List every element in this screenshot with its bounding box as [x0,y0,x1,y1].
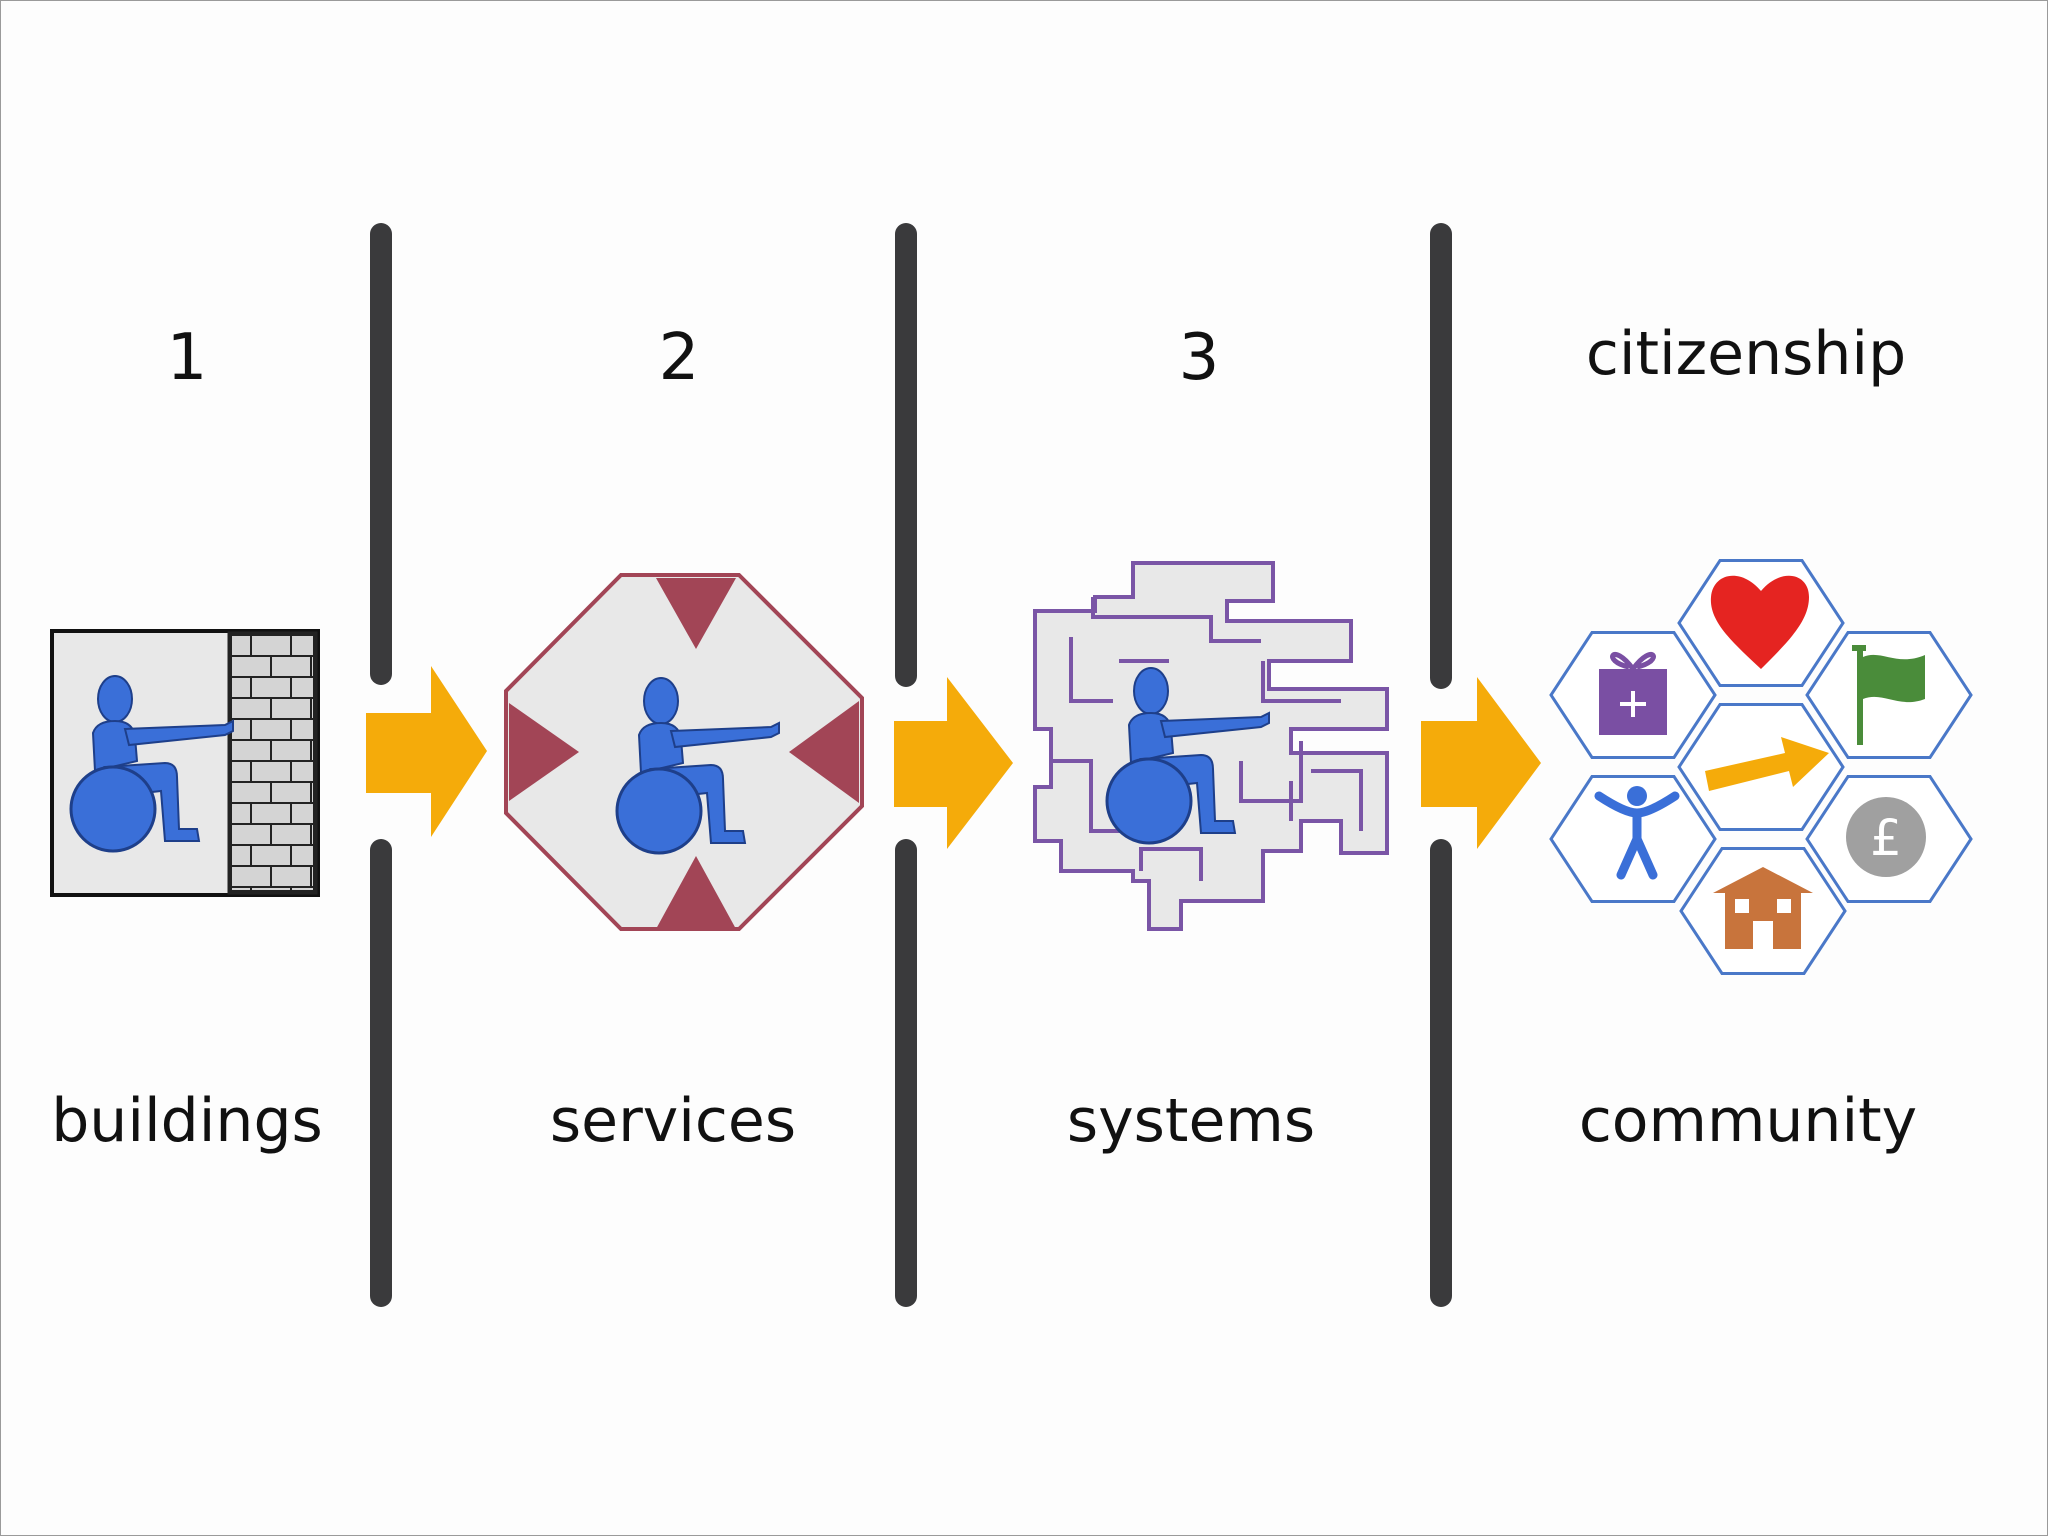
arrow-icon [1705,737,1829,791]
brick [270,697,312,720]
brick [270,739,312,762]
services-octagon-icon [504,573,864,931]
brick [230,697,272,720]
caption-buildings: buildings [51,1086,323,1156]
brick [290,802,315,825]
brick [230,802,252,825]
brick [230,844,252,867]
brick [250,760,292,783]
flag-icon [1852,645,1925,745]
brick [290,844,315,867]
brick [230,781,272,804]
stage-3-number: 3 [1178,321,1220,395]
brick [230,886,252,892]
person-icon [1594,786,1680,880]
brick [250,676,292,699]
brick [230,634,252,657]
brick [230,739,272,762]
brick [230,865,272,888]
brick [290,760,315,783]
stage-4-heading: citizenship [1585,319,1907,389]
brick [310,739,315,762]
caption-community: community [1578,1086,1918,1156]
brick [270,865,312,888]
caption-services: services [549,1086,797,1156]
arrow-right-1 [366,666,487,837]
brick [250,718,292,741]
brick-rows [230,634,315,892]
brick [270,823,312,846]
brick [310,697,315,720]
stage-2-number: 2 [658,321,700,395]
stage-1-number: 1 [166,321,208,395]
brick [290,886,315,892]
brick [230,655,272,678]
brick [250,634,292,657]
svg-text:£: £ [1870,809,1902,867]
brick [230,676,252,699]
barrier-1-bottom [370,839,392,1307]
brick [250,802,292,825]
barrier-3-top [1430,223,1452,689]
brick [310,655,315,678]
barrier-3-bottom [1430,839,1452,1307]
gift-icon [1599,652,1667,735]
arrow-right-2 [894,677,1013,849]
caption-systems: systems [1066,1086,1316,1156]
brick [310,823,315,846]
arrow-right-3 [1421,677,1541,849]
building-panel-icon [50,629,320,897]
community-hex-cluster: £ [1549,559,1973,975]
brick [250,886,292,892]
barrier-2-bottom [895,839,917,1307]
barrier-1-top [370,223,392,685]
pound-coin-icon: £ [1846,797,1926,877]
heart-icon [1710,575,1809,669]
brick [310,865,315,888]
brick [250,844,292,867]
brick [230,760,252,783]
brick [230,823,272,846]
brick [270,655,312,678]
brick [290,634,315,657]
barrier-2-top [895,223,917,687]
brick [270,781,312,804]
brick [290,676,315,699]
brick [310,781,315,804]
brick [290,718,315,741]
house-icon [1713,867,1813,949]
systems-maze-icon [1033,561,1389,931]
